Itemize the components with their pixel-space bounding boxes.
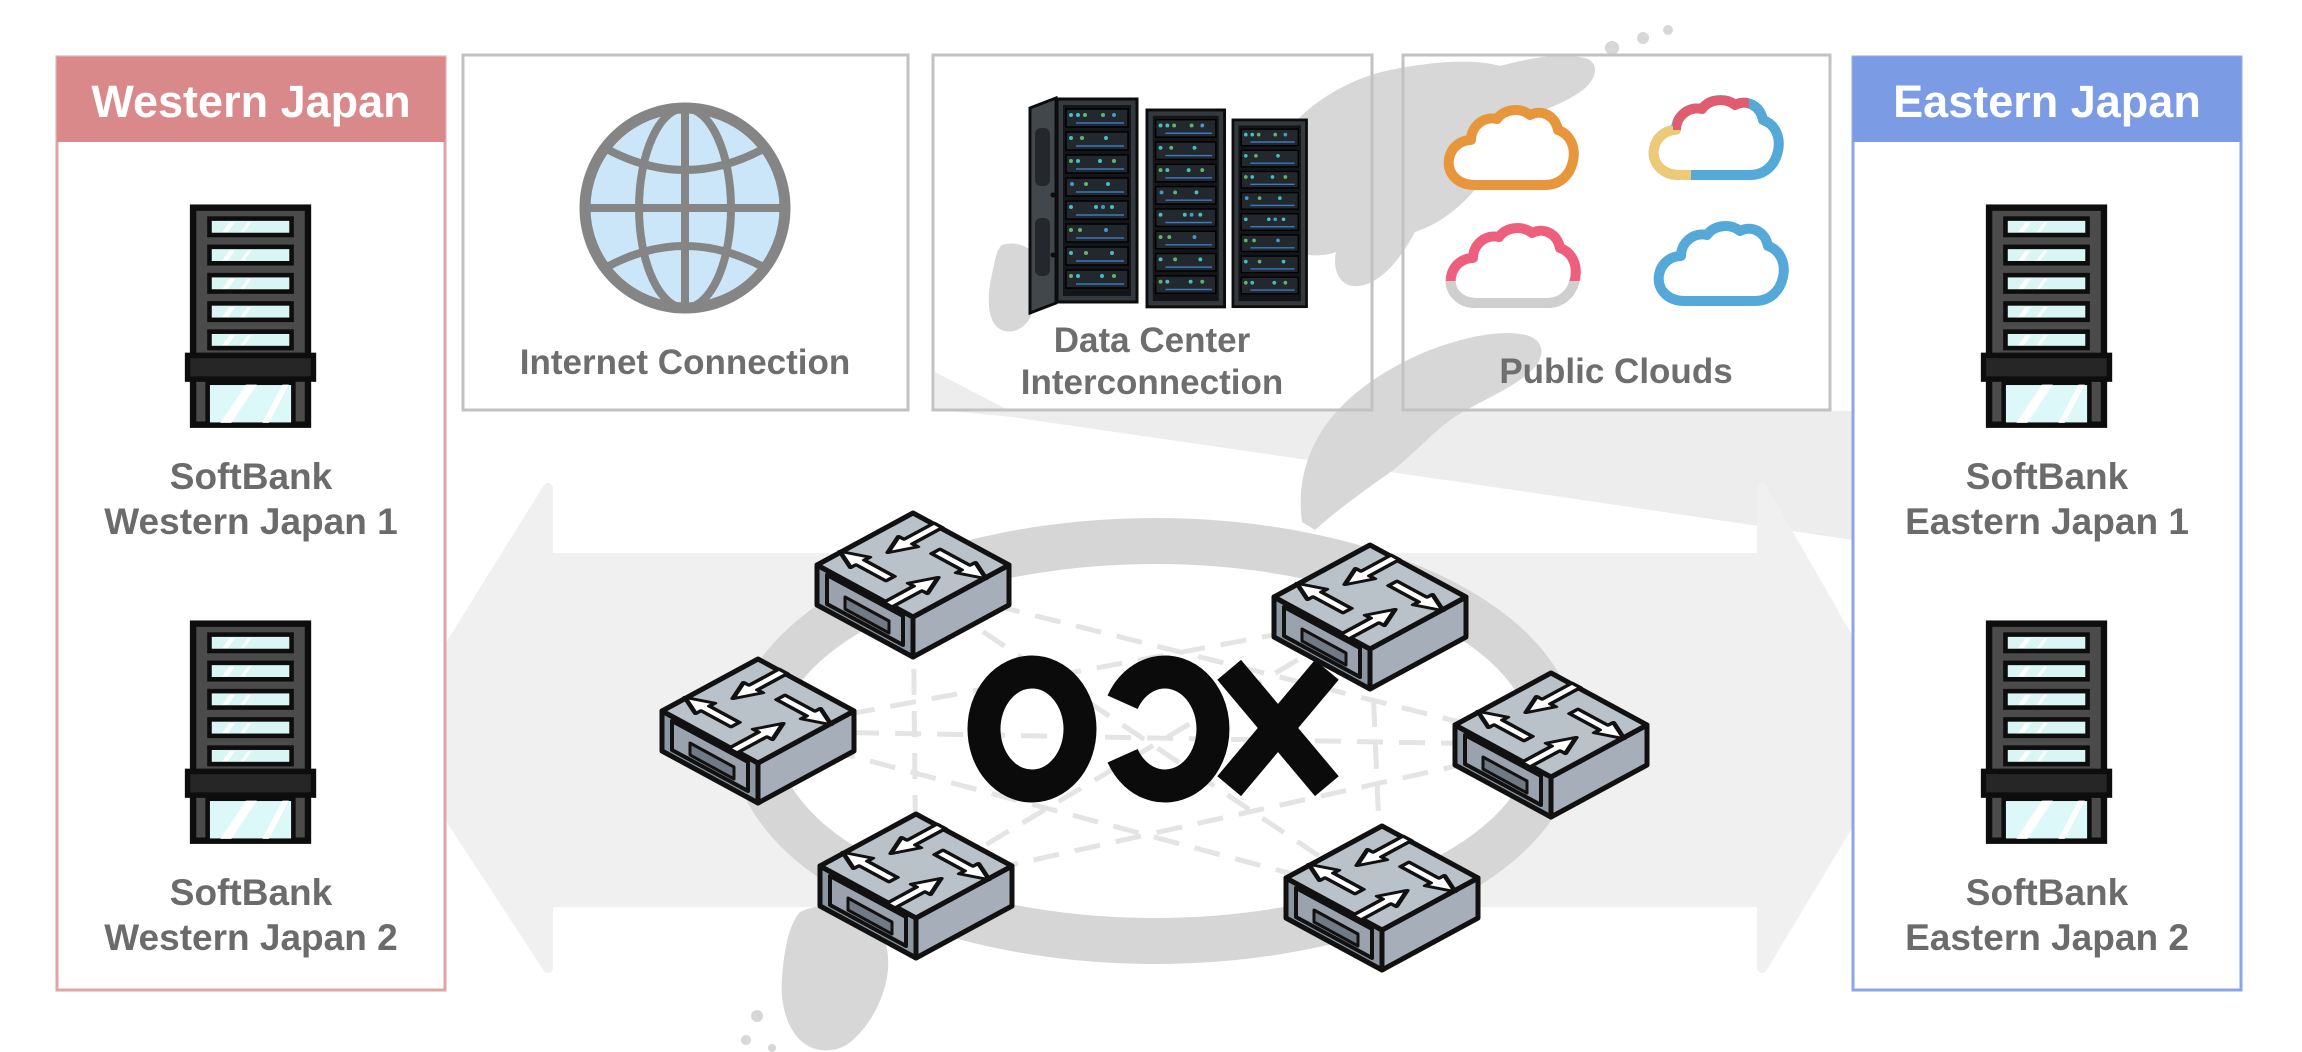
public-clouds-box: Public Clouds <box>1401 53 1832 412</box>
eastern-japan-panel: Eastern Japan SoftBank Eastern Japan 1 S… <box>1851 55 2243 992</box>
eastern-japan-header <box>1853 57 2241 142</box>
office-building-icon <box>188 624 314 841</box>
western-japan-panel: Western Japan SoftBank Western Japan 1 S… <box>55 55 447 992</box>
eastern-japan-title: Eastern Japan <box>1893 76 2201 127</box>
office-building-icon <box>188 208 314 425</box>
western-site1-line2: Western Japan 1 <box>104 501 397 542</box>
datacenter-interconnection-box: Data Center Interconnection <box>931 53 1374 412</box>
internet-connection-box: Internet Connection <box>461 53 910 412</box>
kyushu-island <box>781 904 889 1051</box>
noto-peninsula <box>988 243 1042 332</box>
small-island <box>1663 25 1673 35</box>
server-rack-icon <box>1028 95 1308 316</box>
eastern-site1-line2: Eastern Japan 1 <box>1905 501 2189 542</box>
western-site2-line1: SoftBank <box>170 872 333 913</box>
office-building-icon <box>1984 624 2110 841</box>
ocx-core-ring <box>660 512 1650 970</box>
globe-icon <box>585 108 785 308</box>
tohoku-landmass <box>1300 333 1542 530</box>
small-island <box>768 1044 776 1052</box>
western-japan-header <box>57 57 445 142</box>
public-clouds-label: Public Clouds <box>1499 352 1732 391</box>
small-island <box>741 1035 751 1045</box>
ocx-letter-o <box>967 655 1097 803</box>
western-site2-line2: Western Japan 2 <box>104 917 397 958</box>
small-island <box>1605 41 1619 55</box>
eastern-site1-line1: SoftBank <box>1966 456 2129 497</box>
eastern-site2-line1: SoftBank <box>1966 872 2129 913</box>
office-building-icon <box>1984 208 2110 425</box>
small-island <box>751 1010 763 1022</box>
ocx-letter-c <box>1107 655 1230 803</box>
datacenter-label-line2: Interconnection <box>1021 363 1284 402</box>
ocx-logo <box>967 655 1339 803</box>
western-japan-title: Western Japan <box>91 76 410 127</box>
internet-connection-label: Internet Connection <box>520 343 851 382</box>
western-site1-line1: SoftBank <box>170 456 333 497</box>
datacenter-label-line1: Data Center <box>1054 321 1251 360</box>
ocx-letter-x <box>1217 659 1339 797</box>
small-island <box>1637 32 1649 44</box>
eastern-site2-line2: Eastern Japan 2 <box>1905 917 2189 958</box>
